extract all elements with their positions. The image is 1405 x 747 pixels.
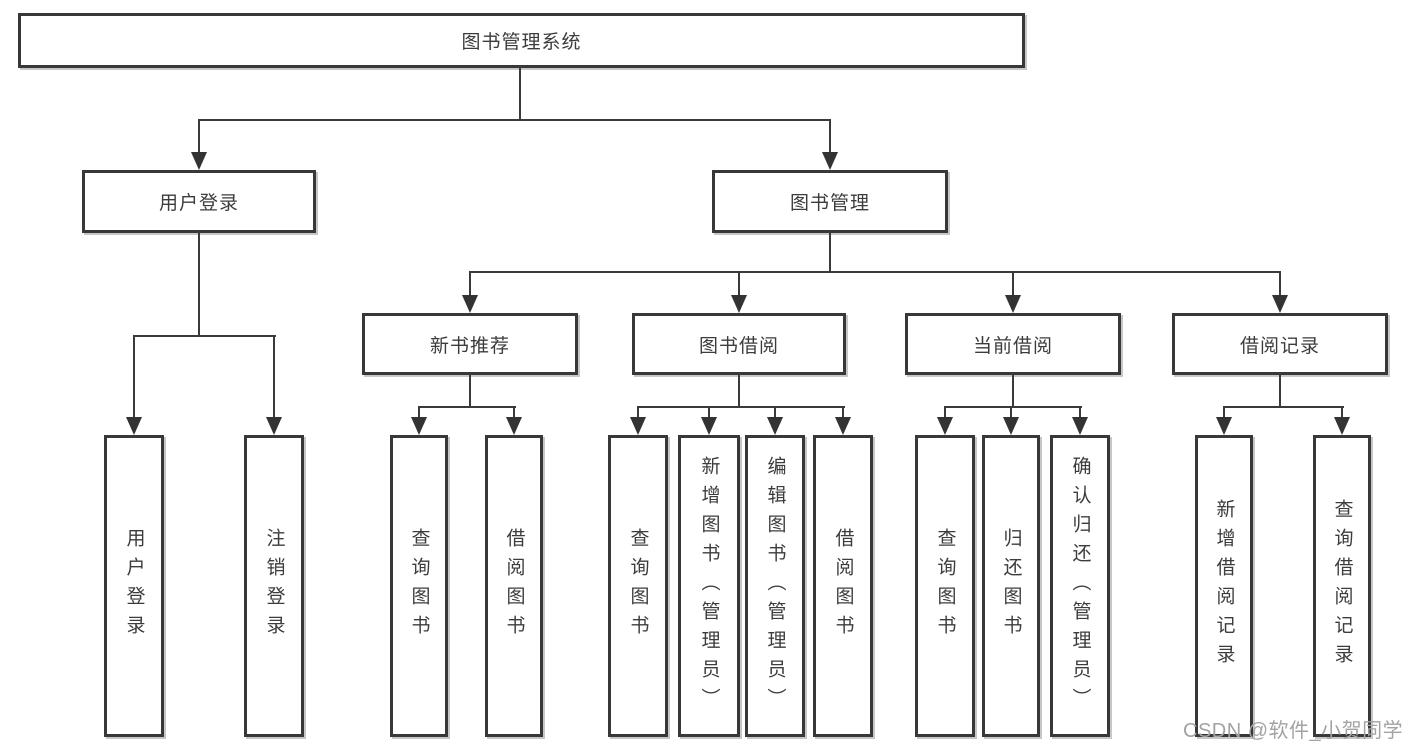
connector-bb-leaf4 <box>842 406 844 419</box>
arrow-br-leaf2 <box>1334 417 1350 435</box>
leaf-query-borrow-record-label: 查询借阅记录 <box>1331 499 1353 673</box>
connector-book-borrow-stem <box>738 373 740 407</box>
connector-bb-leaf2 <box>708 406 710 419</box>
connector-nb-leaf1 <box>418 406 420 419</box>
node-book-borrow-label: 图书借阅 <box>698 335 779 357</box>
connector-root-hline <box>198 119 831 121</box>
node-borrow-records: 借阅记录 <box>1172 313 1388 375</box>
connector-cb-leaf2 <box>1010 406 1012 419</box>
node-root-label: 图书管理系统 <box>461 32 582 53</box>
leaf-logout-label: 注销登录 <box>263 528 285 644</box>
connector-user-login-stem <box>198 231 200 336</box>
leaf-add-borrow-record: 新增借阅记录 <box>1195 435 1253 737</box>
leaf-return-books: 归还图书 <box>982 435 1040 737</box>
leaf-user-login: 用户登录 <box>104 435 164 737</box>
leaf-query-books-borrow: 查询图书 <box>608 435 668 737</box>
connector-to-borrow-records <box>1279 271 1281 297</box>
leaf-return-books-label: 归还图书 <box>1000 528 1022 644</box>
arrow-to-current-borrow <box>1005 295 1021 313</box>
connector-to-leaf-logout <box>273 335 275 419</box>
arrow-bb-leaf3 <box>767 417 783 435</box>
arrow-to-leaf-logout <box>266 417 282 435</box>
connector-to-book-borrow <box>738 271 740 297</box>
leaf-add-book-admin-label: 新增图书（管理员） <box>698 455 720 717</box>
node-book-borrow: 图书借阅 <box>632 313 846 375</box>
connector-bb-leaf3 <box>774 406 776 419</box>
leaf-borrow-books-label: 借阅图书 <box>832 528 854 644</box>
node-current-borrow: 当前借阅 <box>905 313 1121 375</box>
arrow-to-book-borrow <box>731 295 747 313</box>
leaf-query-borrow-record: 查询借阅记录 <box>1313 435 1371 737</box>
arrow-to-user-login <box>191 152 207 170</box>
connector-current-borrow-hline <box>944 406 1082 408</box>
leaf-query-books-current: 查询图书 <box>915 435 975 737</box>
connector-new-book-stem <box>469 373 471 407</box>
arrow-nb-leaf1 <box>411 417 427 435</box>
leaf-add-borrow-record-label: 新增借阅记录 <box>1213 499 1235 673</box>
connector-br-leaf2 <box>1341 406 1343 419</box>
connector-new-book-hline <box>418 406 516 408</box>
leaf-borrow-books-recommend: 借阅图书 <box>485 435 543 737</box>
node-user-login: 用户登录 <box>82 170 316 233</box>
node-user-login-label: 用户登录 <box>158 193 239 214</box>
node-borrow-records-label: 借阅记录 <box>1239 335 1320 357</box>
connector-current-borrow-stem <box>1012 373 1014 407</box>
connector-book-borrow-hline <box>637 406 845 408</box>
arrow-to-leaf-user-login <box>126 417 142 435</box>
watermark-text: CSDN @软件_小贺同学 <box>1183 720 1404 742</box>
connector-nb-leaf2 <box>513 406 515 419</box>
arrow-br-leaf1 <box>1216 417 1232 435</box>
arrow-cb-leaf2 <box>1003 417 1019 435</box>
node-new-book-recommend-label: 新书推荐 <box>429 335 510 357</box>
arrow-to-borrow-records <box>1272 295 1288 313</box>
connector-to-new-book <box>469 271 471 297</box>
leaf-query-books-current-label: 查询图书 <box>934 528 956 644</box>
leaf-edit-book-admin-label: 编辑图书（管理员） <box>764 455 786 717</box>
node-root: 图书管理系统 <box>18 13 1025 68</box>
connector-to-book-management <box>829 119 831 154</box>
leaf-query-books-recommend: 查询图书 <box>390 435 448 737</box>
connector-to-current-borrow <box>1012 271 1014 297</box>
connector-root-stem <box>519 66 521 120</box>
node-current-borrow-label: 当前借阅 <box>972 335 1053 357</box>
connector-book-management-hline <box>469 271 1281 273</box>
node-book-management: 图书管理 <box>712 170 948 233</box>
node-new-book-recommend: 新书推荐 <box>362 313 578 375</box>
arrow-nb-leaf2 <box>506 417 522 435</box>
connector-cb-leaf1 <box>944 406 946 419</box>
arrow-bb-leaf2 <box>701 417 717 435</box>
arrow-bb-leaf1 <box>630 417 646 435</box>
leaf-query-books-recommend-label: 查询图书 <box>408 528 430 644</box>
leaf-user-login-label: 用户登录 <box>123 528 145 644</box>
leaf-borrow-books-recommend-label: 借阅图书 <box>503 528 525 644</box>
leaf-confirm-return-admin: 确认归还（管理员） <box>1050 435 1110 737</box>
node-book-management-label: 图书管理 <box>789 193 870 214</box>
connector-cb-leaf3 <box>1079 406 1081 419</box>
leaf-logout: 注销登录 <box>244 435 304 737</box>
leaf-borrow-books: 借阅图书 <box>813 435 873 737</box>
arrow-to-new-book <box>462 295 478 313</box>
leaf-confirm-return-admin-label: 确认归还（管理员） <box>1069 455 1091 717</box>
arrow-cb-leaf3 <box>1072 417 1088 435</box>
connector-br-leaf1 <box>1223 406 1225 419</box>
connector-user-login-hline <box>133 335 276 337</box>
connector-to-user-login <box>198 119 200 154</box>
connector-to-leaf-user-login <box>133 335 135 419</box>
connector-book-management-stem <box>829 231 831 273</box>
arrow-bb-leaf4 <box>835 417 851 435</box>
leaf-edit-book-admin: 编辑图书（管理员） <box>745 435 805 737</box>
connector-bb-leaf1 <box>637 406 639 419</box>
connector-borrow-records-hline <box>1223 406 1344 408</box>
arrow-cb-leaf1 <box>937 417 953 435</box>
connector-borrow-records-stem <box>1279 373 1281 407</box>
arrow-to-book-management <box>822 152 838 170</box>
leaf-add-book-admin: 新增图书（管理员） <box>678 435 740 737</box>
leaf-query-books-borrow-label: 查询图书 <box>627 528 649 644</box>
